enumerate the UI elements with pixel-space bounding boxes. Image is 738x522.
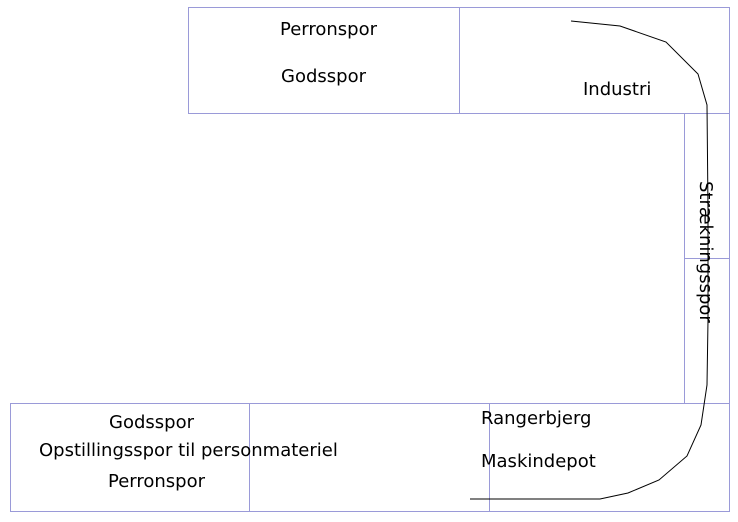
top-godsspor-label: Godsspor <box>281 66 367 87</box>
top-perronspor-label: Perronspor <box>280 19 378 40</box>
straekningsspor-label: Strækningsspor <box>695 181 716 323</box>
bottom-perronspor-label: Perronspor <box>108 471 206 492</box>
rangerbjerg-label: Rangerbjerg <box>481 408 591 429</box>
bottom-godsspor-label: Godsspor <box>109 412 195 433</box>
opstillingsspor-label: Opstillingsspor til personmateriel <box>39 440 338 461</box>
main-track-line <box>470 20 709 500</box>
top-module-right-section <box>459 7 730 114</box>
industri-label: Industri <box>583 79 651 100</box>
bottom-module-right-section <box>489 403 730 512</box>
maskindepot-label: Maskindepot <box>481 451 596 472</box>
